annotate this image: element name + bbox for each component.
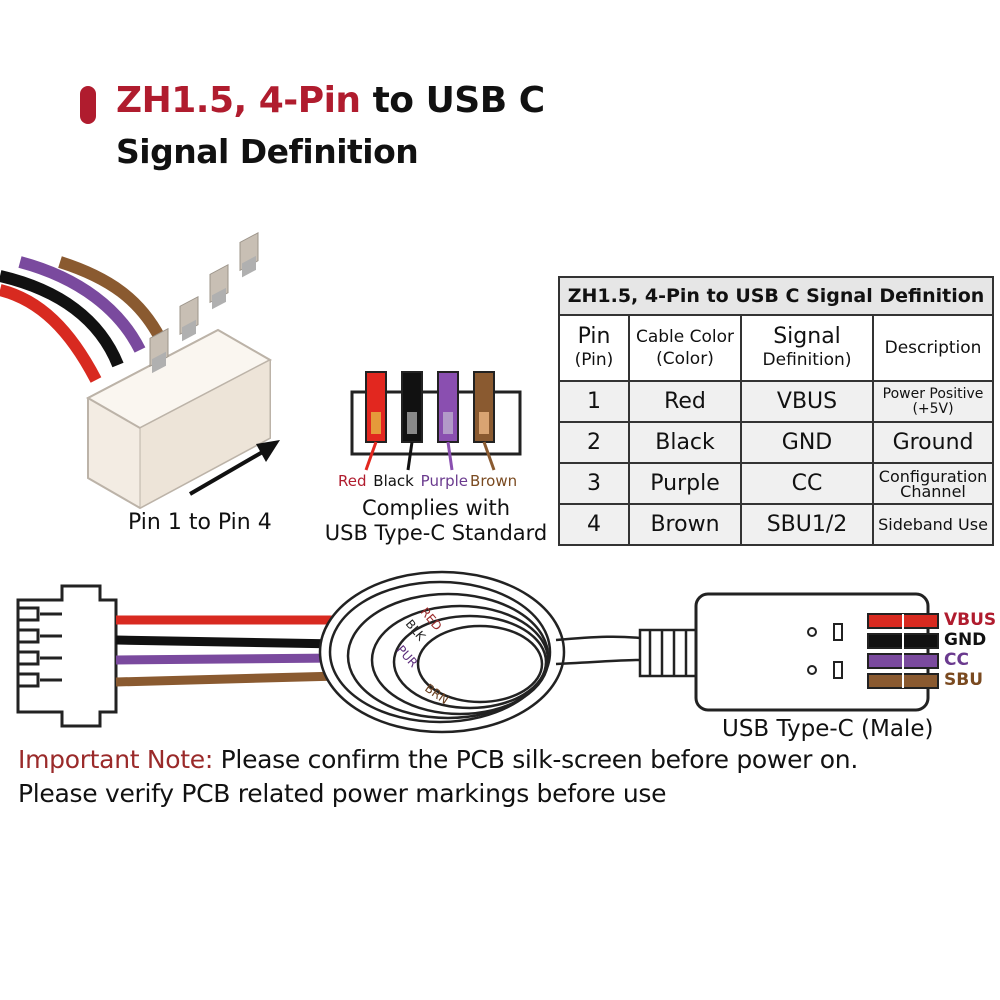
zh-connector-housing xyxy=(85,232,273,510)
table-row: 1 Red VBUS Power Positive (+5V) xyxy=(558,380,995,423)
side-connector xyxy=(16,584,118,728)
row4-description: Sideband Use xyxy=(871,503,995,546)
header-pin: Pin (Pin) xyxy=(558,314,630,382)
title-part-usb: to USB C xyxy=(360,80,546,121)
row2-signal: GND xyxy=(740,421,874,464)
color-label-red: Red xyxy=(338,472,367,490)
usb-c-plug xyxy=(694,592,939,712)
row1-description-line2: (+5V) xyxy=(912,400,954,417)
signal-label-vbus: VBUS xyxy=(944,610,997,630)
table-row: 3 Purple CC Configuration Channel xyxy=(558,462,995,505)
row2-description: Ground xyxy=(871,421,995,464)
table-row: 4 Brown SBU1/2 Sideband Use xyxy=(558,503,995,546)
header-color-sub: (Color) xyxy=(656,349,714,369)
page-subtitle: Signal Definition xyxy=(116,132,419,171)
row1-description-line1: Power Positive xyxy=(882,385,984,402)
coil-labels: RED BLK PUR BRN xyxy=(394,605,451,707)
page-title: ZH1.5, 4-Pin to USB C xyxy=(116,80,545,121)
table-row: 2 Black GND Ground xyxy=(558,421,995,464)
row1-pin: 1 xyxy=(558,380,630,423)
row1-color: Red xyxy=(628,380,742,423)
row3-pin: 3 xyxy=(558,462,630,505)
title-accent-bar xyxy=(80,86,96,124)
usb-plug-caption: USB Type-C (Male) xyxy=(722,716,934,742)
row4-color: Brown xyxy=(628,503,742,546)
header-signal-label: Signal xyxy=(773,324,841,349)
header-color-label: Cable Color xyxy=(635,327,735,347)
header-color: Cable Color (Color) xyxy=(628,314,742,382)
connector-wires xyxy=(0,256,166,383)
color-label-purple: Purple xyxy=(420,472,469,490)
row2-pin: 2 xyxy=(558,421,630,464)
compliance-line1: Complies with xyxy=(361,496,511,520)
row2-color: Black xyxy=(628,421,742,464)
signal-label-sbu: SBU xyxy=(944,670,984,690)
verify-note: Please verify PCB related power markings… xyxy=(18,779,667,808)
note-label: Important Note: xyxy=(18,745,213,774)
header-description-label: Description xyxy=(884,338,982,358)
signal-definition-table: ZH1.5, 4-Pin to USB C Signal Definition … xyxy=(557,276,995,546)
header-pin-label: Pin xyxy=(577,324,611,349)
strain-relief xyxy=(638,628,698,678)
row3-signal: CC xyxy=(740,462,874,505)
signal-label-cc: CC xyxy=(944,650,969,670)
important-note: Important Note: Please confirm the PCB s… xyxy=(18,745,858,774)
pin-direction-arrow xyxy=(188,440,280,496)
pin-face-diagram xyxy=(350,371,522,471)
pin-order-caption: Pin 1 to Pin 4 xyxy=(128,510,272,535)
header-signal: Signal Definition) xyxy=(740,314,874,382)
row1-signal: VBUS xyxy=(740,380,874,423)
compliance-caption: Complies with USB Type-C Standard xyxy=(318,496,554,546)
row3-description: Configuration Channel xyxy=(871,462,995,505)
signal-label-gnd: GND xyxy=(944,630,987,650)
header-pin-sub: (Pin) xyxy=(574,350,614,370)
coiled-cable xyxy=(318,570,641,734)
compliance-line2: USB Type-C Standard xyxy=(324,521,548,545)
title-part-connector: ZH1.5, 4-Pin xyxy=(116,80,361,121)
row3-description-line1: Configuration xyxy=(878,466,988,486)
color-label-black: Black xyxy=(373,472,414,490)
row3-description-line2: Channel xyxy=(900,481,966,501)
row3-color: Purple xyxy=(628,462,742,505)
header-signal-sub: Definition) xyxy=(762,350,852,370)
color-label-brown: Brown xyxy=(470,472,518,490)
note-line1: Please confirm the PCB silk-screen befor… xyxy=(213,745,859,774)
table-caption: ZH1.5, 4-Pin to USB C Signal Definition xyxy=(557,276,995,316)
cable-wires xyxy=(115,615,341,687)
header-description: Description xyxy=(871,314,995,382)
plug-signal-labels: VBUS GND CC SBU xyxy=(944,610,996,690)
row4-pin: 4 xyxy=(558,503,630,546)
row1-description: Power Positive (+5V) xyxy=(871,380,995,423)
row4-signal: SBU1/2 xyxy=(740,503,874,546)
